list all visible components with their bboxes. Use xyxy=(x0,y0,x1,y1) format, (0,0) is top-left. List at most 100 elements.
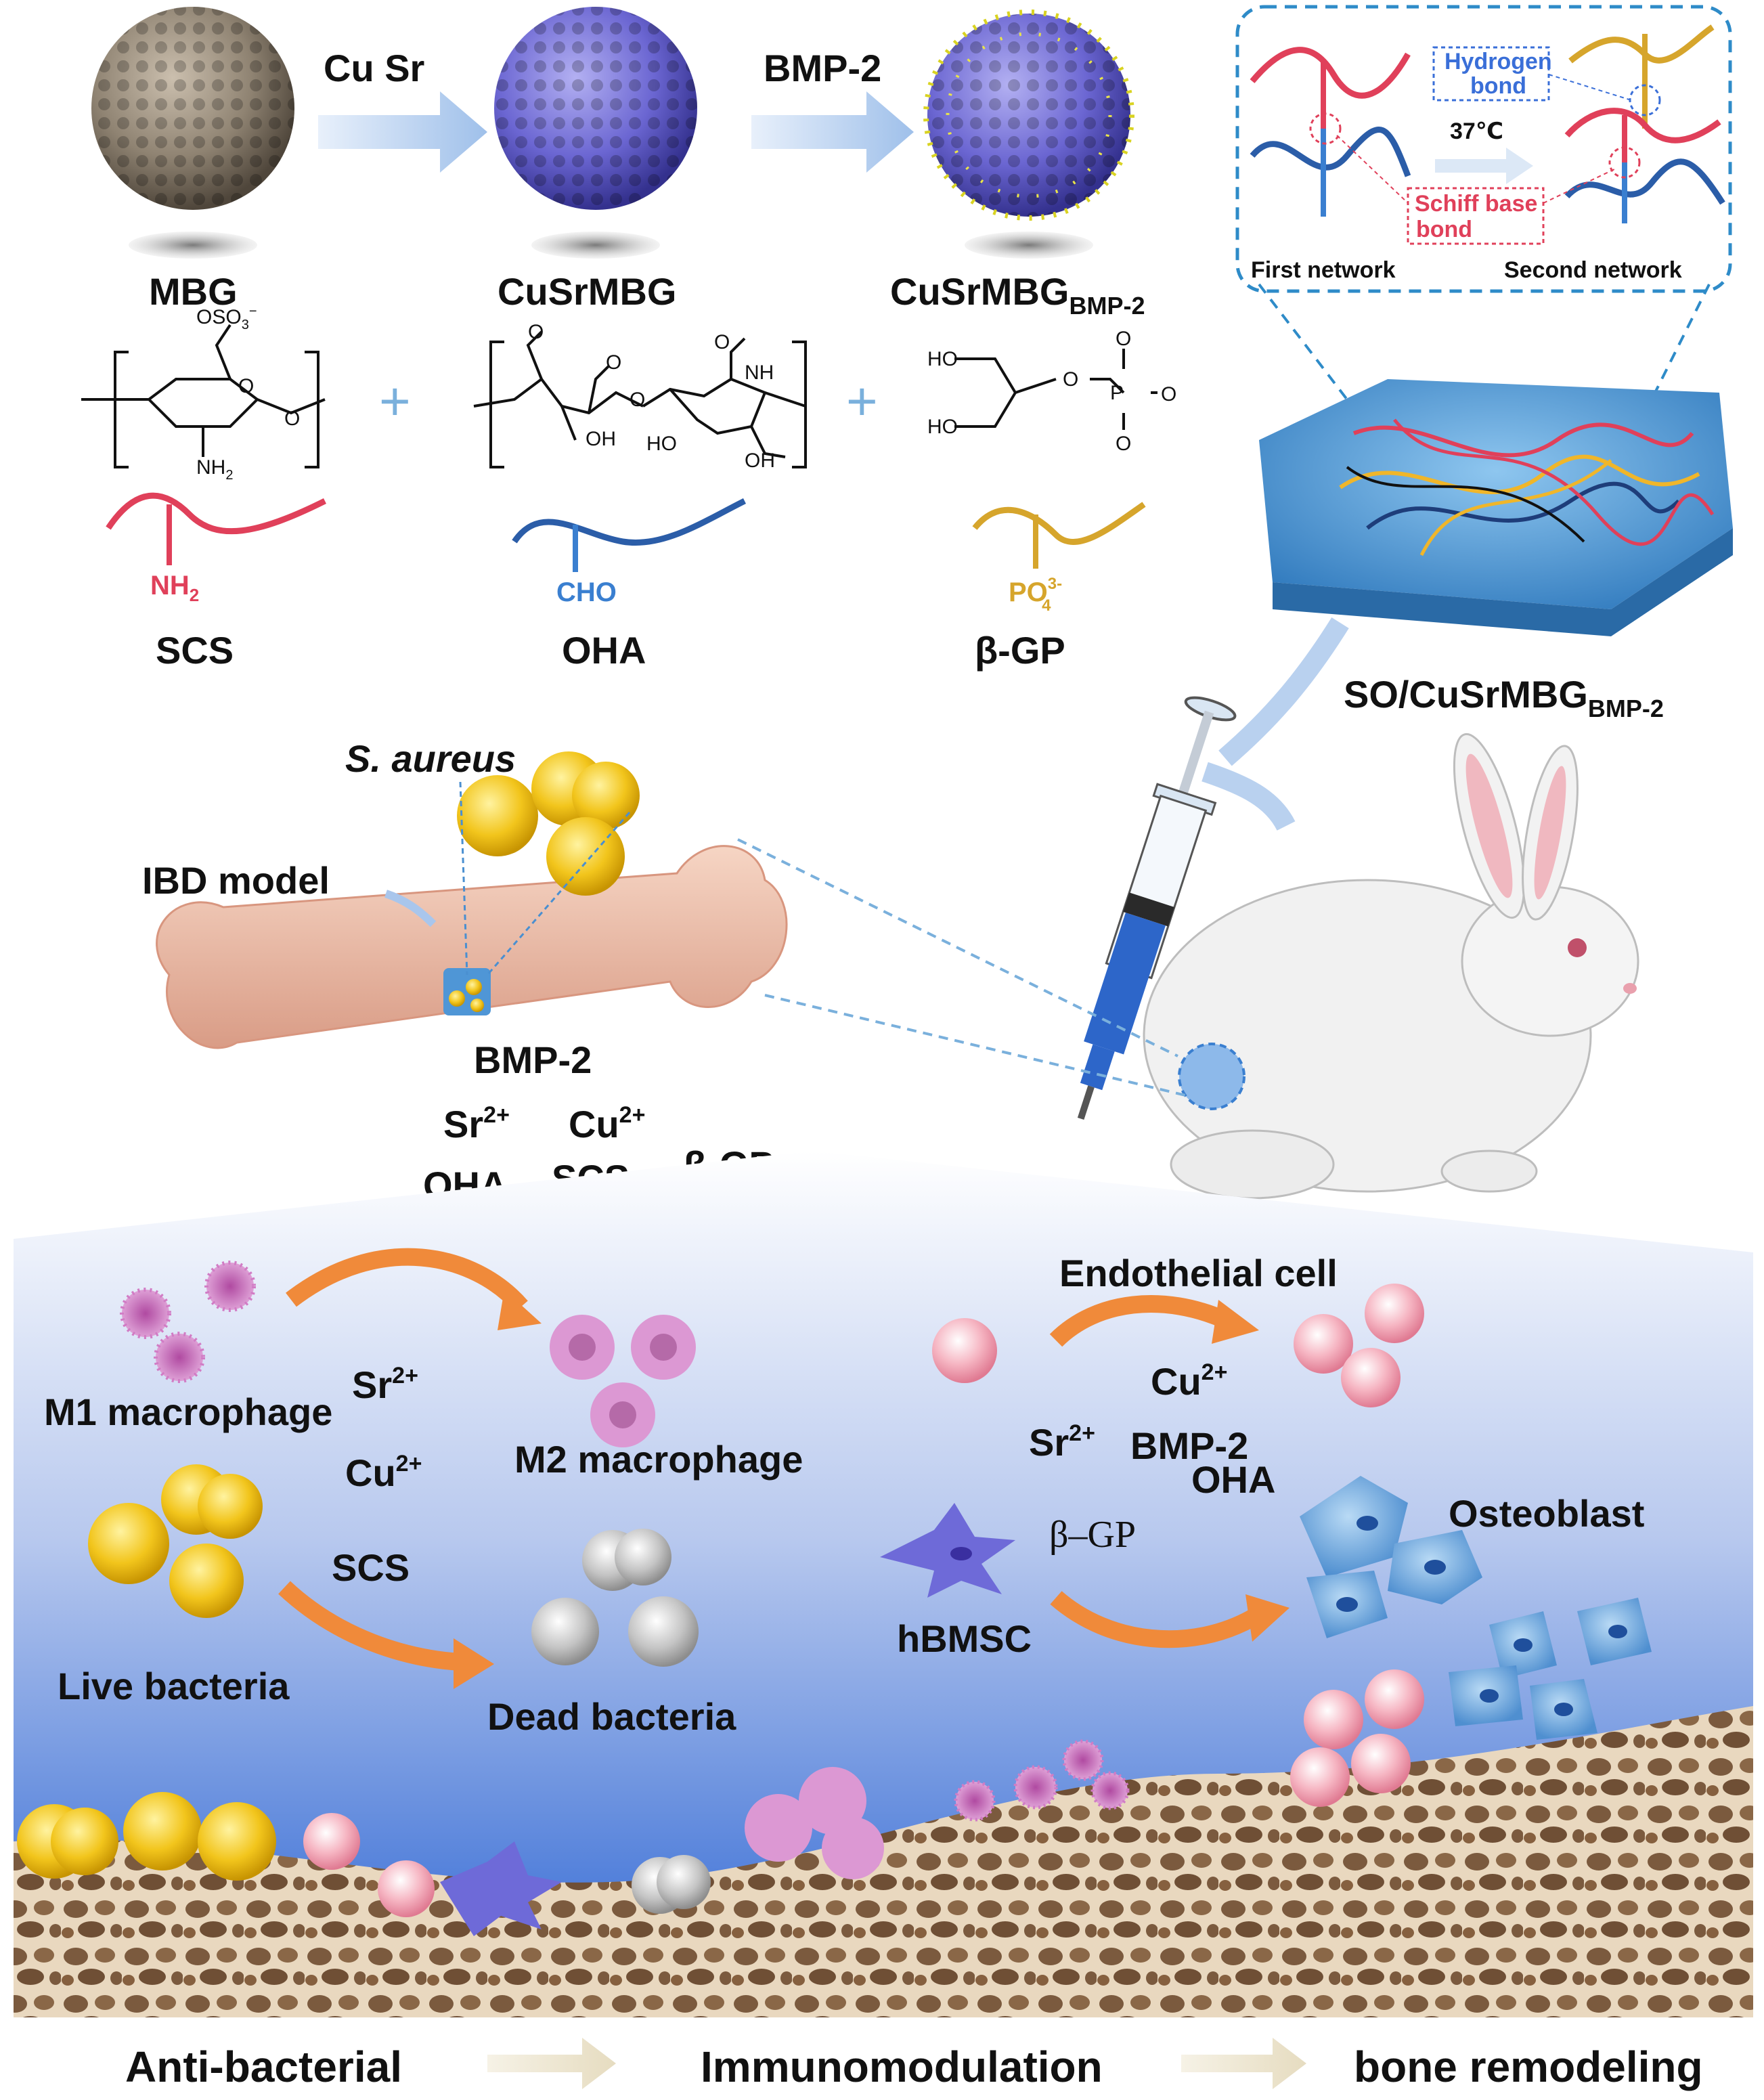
m1-macrophage-label: M1 macrophage xyxy=(44,1391,332,1433)
live-to-dead-arrowhead xyxy=(454,1638,494,1689)
schiff-base-label-1: Schiff base xyxy=(1415,191,1537,217)
bgp-o3-label: O xyxy=(1161,383,1176,406)
rabbit xyxy=(1143,732,1639,1200)
live-bacteria xyxy=(88,1464,263,1618)
po4-label: PO3-4 xyxy=(1009,575,1062,615)
temperature-label: 37℃ xyxy=(1450,118,1503,144)
oha-o-label-1: O xyxy=(528,321,544,343)
oha-o-label-3: O xyxy=(630,389,645,411)
arrow-bmp2-label: BMP-2 xyxy=(764,47,881,89)
hydrogel-curved-arrow-1 xyxy=(1218,617,1349,766)
bgp-label: β-GP xyxy=(975,629,1065,672)
footer-background xyxy=(0,2017,1764,2100)
inset-connector-left xyxy=(1258,283,1348,401)
zoom-line-2 xyxy=(486,812,631,976)
endothelial-arrowhead xyxy=(1212,1300,1259,1344)
osteoblast-label: Osteoblast xyxy=(1449,1492,1644,1535)
cusrmbg-bmp2-label: CuSrMBGBMP-2 xyxy=(890,270,1145,320)
osteoblast-cells xyxy=(1300,1476,1652,1740)
bottom-oha-label: OHA xyxy=(1191,1458,1275,1501)
m2-macrophages xyxy=(550,1315,696,1447)
mbg-label: MBG xyxy=(149,270,238,313)
oha-oh-label-1: OH xyxy=(586,428,616,450)
bottom-sr-label-left: Sr2+ xyxy=(352,1363,418,1406)
model-sr-label: Sr2+ xyxy=(443,1102,510,1145)
inset-connector-right xyxy=(1650,284,1711,400)
bgp-o2-label: O xyxy=(1116,328,1131,350)
scs-oso3-label: OSO3− xyxy=(196,304,257,332)
anti-bacterial-label: Anti-bacterial xyxy=(125,2042,402,2091)
footer-arrow-2 xyxy=(1181,2038,1306,2089)
oha-label: OHA xyxy=(562,629,646,672)
second-network-label: Second network xyxy=(1504,257,1682,283)
mbg-sphere xyxy=(91,7,294,259)
arrow-cu-sr-label: Cu Sr xyxy=(324,47,424,89)
bgp-o4-label: O xyxy=(1116,433,1131,455)
nh2-label: NH2 xyxy=(150,571,199,605)
bottom-bmp2-label: BMP-2 xyxy=(1130,1424,1248,1467)
s-aureus-bacteria xyxy=(457,751,640,896)
cusrmbg-sphere xyxy=(494,7,697,259)
plus-sign-1: + xyxy=(379,371,411,431)
bgp-p-label: P xyxy=(1110,382,1124,404)
bone xyxy=(156,845,788,1049)
dead-bacteria xyxy=(531,1529,699,1667)
m2-macrophage-label: M2 macrophage xyxy=(514,1438,803,1481)
oha-structure xyxy=(473,330,807,468)
surface-cells xyxy=(17,1669,1424,1936)
zoom-line-1 xyxy=(459,781,468,976)
hbmsc-label: hBMSC xyxy=(897,1617,1032,1660)
oha-o-label-4: O xyxy=(714,331,730,353)
bottom-scs-label: SCS xyxy=(332,1546,410,1589)
live-bacteria-label: Live bacteria xyxy=(58,1665,290,1707)
immunomodulation-label: Immunomodulation xyxy=(701,2042,1103,2091)
oha-o-label-2: O xyxy=(606,351,621,374)
arrow-cu-sr xyxy=(318,91,487,173)
hydrogel-block xyxy=(1259,379,1733,636)
cusrmbg-label: CuSrMBG xyxy=(498,270,676,313)
bgp-strand xyxy=(972,502,1146,569)
bone-remodeling-label: bone remodeling xyxy=(1354,2042,1703,2091)
plus-sign-2: + xyxy=(846,371,878,431)
bottom-bgp-label: β–GP xyxy=(1049,1514,1136,1556)
hydrogel-label: SO/CuSrMBGBMP-2 xyxy=(1344,673,1664,722)
hbmsc-to-osteo-arrow xyxy=(1050,1591,1257,1648)
endothelial-cell-single xyxy=(932,1318,997,1383)
bgp-o-label: O xyxy=(1063,368,1078,391)
scs-structure xyxy=(81,324,326,468)
footer-arrow-1 xyxy=(487,2038,616,2089)
bottom-cu-label-right: Cu2+ xyxy=(1151,1359,1227,1403)
endothelial-cell-cluster xyxy=(1294,1284,1424,1407)
bottom-cu-label-left: Cu2+ xyxy=(345,1451,422,1494)
hydrogen-bond-label-2: bond xyxy=(1470,73,1526,99)
ibd-model-arrow xyxy=(384,890,437,927)
scs-o2-label: O xyxy=(284,408,300,430)
scs-nh2-label: NH2 xyxy=(196,456,233,483)
cho-label: CHO xyxy=(556,577,617,607)
bgp-ho-label-1: HO xyxy=(927,348,958,370)
hbmsc-to-osteo-arrowhead xyxy=(1245,1594,1289,1642)
model-cu-label: Cu2+ xyxy=(569,1102,645,1145)
bottom-sr-label-right: Sr2+ xyxy=(1029,1420,1095,1464)
bone-rabbit-connector-1 xyxy=(737,838,1178,1057)
scs-strand xyxy=(106,492,327,565)
hydrogel-curved-arrow-2 xyxy=(1201,762,1296,831)
oha-oh-label-2: OH xyxy=(745,450,775,472)
m1-to-m2-arrowhead xyxy=(498,1290,542,1330)
bone-rabbit-connector-2 xyxy=(764,994,1192,1098)
oha-ho-label: HO xyxy=(646,433,677,455)
first-network-label: First network xyxy=(1251,257,1396,283)
bgp-ho-label-2: HO xyxy=(927,416,958,438)
m1-macrophages xyxy=(120,1261,256,1383)
oha-strand xyxy=(512,498,747,572)
dead-bacteria-label: Dead bacteria xyxy=(487,1695,736,1738)
bgp-structure xyxy=(954,349,1157,430)
schiff-base-label-2: bond xyxy=(1416,217,1472,242)
hydrogen-bond-label-1: Hydrogen xyxy=(1445,49,1552,74)
cusrmbg-bmp2-sphere xyxy=(923,9,1134,259)
scs-o-label: O xyxy=(238,375,254,397)
ibd-model-label: IBD model xyxy=(142,859,330,902)
network-inset: 37℃ Hydrogen bond Schiff base bond First… xyxy=(1235,5,1732,293)
endothelial-cell-label: Endothelial cell xyxy=(1059,1252,1338,1294)
